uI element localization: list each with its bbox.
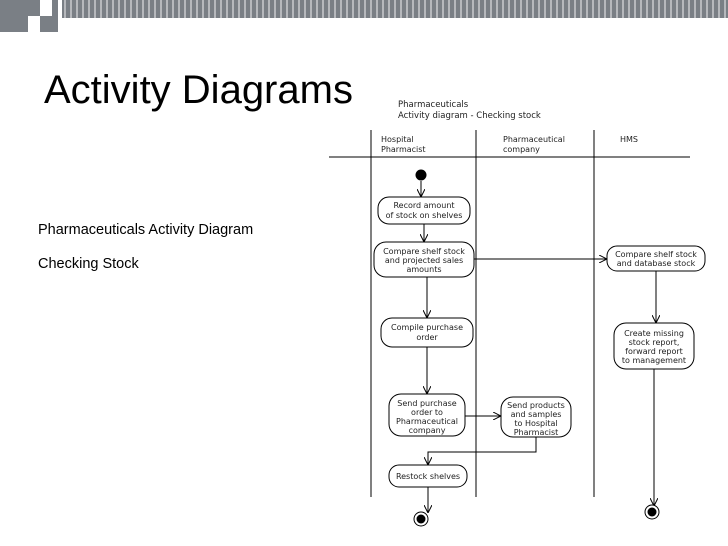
- lane-label-line: Hospital: [381, 135, 414, 144]
- lane-label-line: Pharmaceutical: [503, 135, 565, 144]
- activity-text: Send purchase: [397, 399, 456, 408]
- activity-send-order: [388, 393, 466, 437]
- swimlane-pharmaceutical-company: Pharmaceutical company: [503, 135, 565, 154]
- activity-text: of stock on shelves: [386, 211, 463, 220]
- activity-text: Record amount: [393, 201, 454, 210]
- final-node: [644, 504, 660, 520]
- activity-text: company: [409, 426, 446, 435]
- activity-text: order: [416, 333, 438, 342]
- activity-text: Create missing: [624, 329, 684, 338]
- activity-text: and database stock: [617, 259, 696, 268]
- diagram-header-line1: Pharmaceuticals: [398, 100, 469, 110]
- lane-label-line: HMS: [620, 135, 638, 144]
- activity-text: and projected sales: [385, 256, 463, 265]
- activity-text: Pharmacist: [514, 428, 559, 437]
- activity-text: Pharmaceutical: [396, 417, 458, 426]
- lane-label-line: Pharmacist: [381, 145, 426, 154]
- swimlane-hospital-pharmacist: Hospital Pharmacist: [381, 135, 426, 154]
- decorative-stripe-bar: [0, 0, 728, 32]
- activity-text: Compare shelf stock: [615, 250, 697, 259]
- diagram-header-line2: Activity diagram - Checking stock: [398, 111, 541, 121]
- final-node: [413, 511, 429, 527]
- activity-text: amounts: [406, 265, 441, 274]
- swimlane-hms: HMS: [620, 135, 638, 144]
- activity-text: forward report: [625, 347, 683, 356]
- activity-text: to management: [622, 356, 686, 365]
- activity-text: to Hospital: [514, 419, 557, 428]
- slide-title: Activity Diagrams: [44, 68, 353, 112]
- lane-label-line: company: [503, 145, 540, 154]
- activity-text: and samples: [511, 410, 562, 419]
- flow-arrow: [428, 437, 537, 464]
- initial-node: [415, 169, 427, 181]
- activity-text: Compare shelf stock: [383, 247, 465, 256]
- activity-text: Compile purchase: [391, 323, 463, 332]
- diagram-caption-subtitle: Checking Stock: [38, 256, 139, 272]
- activity-text: Send products: [507, 401, 565, 410]
- activity-text: Restock shelves: [396, 472, 460, 481]
- activity-text: stock report,: [629, 338, 680, 347]
- activity-text: order to: [411, 408, 443, 417]
- diagram-caption-title: Pharmaceuticals Activity Diagram: [38, 222, 254, 238]
